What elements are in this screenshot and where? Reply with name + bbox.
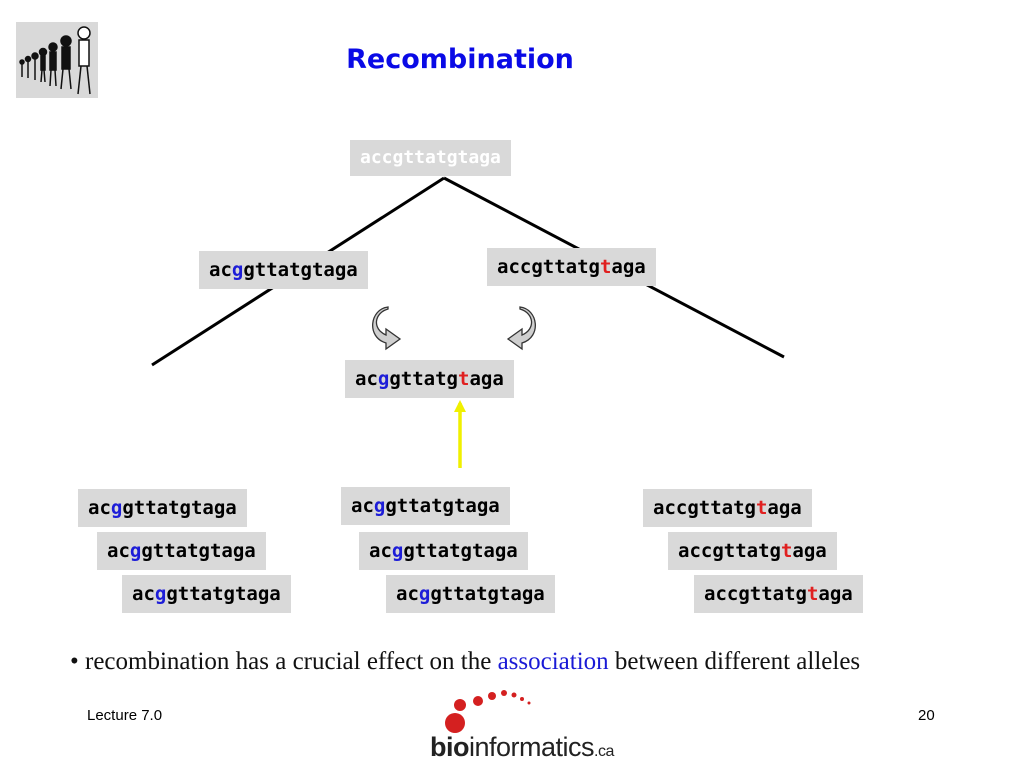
- population-sequence: acggttatgtaga: [78, 489, 247, 527]
- bullet-text: • recombination has a crucial effect on …: [70, 648, 861, 675]
- page-number: 20: [918, 707, 935, 724]
- slide-title: Recombination: [346, 44, 574, 75]
- recombinant-sequence: acggttatgtaga: [345, 360, 514, 398]
- curved-arrow-icon: [372, 306, 402, 351]
- right-parent-sequence: accgttatgtaga: [487, 248, 656, 286]
- population-sequence: acggttatgtaga: [341, 487, 510, 525]
- bioinformatics-logo-text: bioinformatics.ca: [430, 732, 614, 762]
- curved-arrow-icon: [506, 306, 536, 351]
- population-sequence: accgttatgtaga: [694, 575, 863, 613]
- people-evolution-icon: [16, 22, 98, 98]
- population-sequence: acggttatgtaga: [122, 575, 291, 613]
- population-sequence: accgttatgtaga: [643, 489, 812, 527]
- population-sequence: acggttatgtaga: [359, 532, 528, 570]
- population-sequence: acggttatgtaga: [386, 575, 555, 613]
- population-sequence: accgttatgtaga: [668, 532, 837, 570]
- left-parent-sequence: acggttatgtaga: [199, 251, 368, 289]
- bioinformatics-logo-icon: [445, 690, 531, 733]
- population-sequence: acggttatgtaga: [97, 532, 266, 570]
- footer-lecture: Lecture 7.0: [87, 707, 163, 724]
- root-sequence: accgttatgtaga: [350, 140, 511, 176]
